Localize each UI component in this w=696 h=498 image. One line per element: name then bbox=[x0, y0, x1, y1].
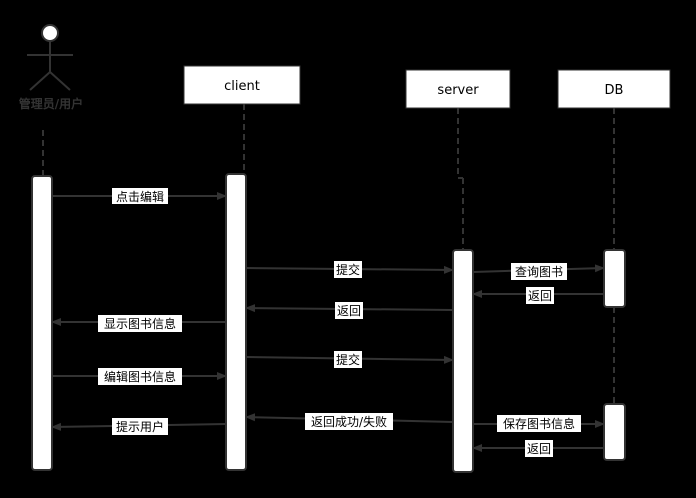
message-m3-label: 查询图书 bbox=[515, 265, 563, 279]
message-m7-label: 编辑图书信息 bbox=[104, 369, 176, 384]
message-m8-label: 提交 bbox=[336, 352, 360, 367]
db-activation-1 bbox=[603, 249, 626, 308]
actor-label: 管理员/用户 bbox=[19, 96, 83, 111]
participant-client: client bbox=[183, 65, 301, 105]
message-m7: 编辑图书信息 bbox=[98, 368, 182, 385]
participant-server: server bbox=[405, 69, 511, 109]
message-m11-label: 提示用户 bbox=[116, 419, 164, 434]
message-m4: 返回 bbox=[526, 287, 554, 304]
message-m8: 提交 bbox=[334, 351, 362, 368]
message-m5: 返回 bbox=[335, 302, 363, 319]
actor-activation bbox=[31, 175, 53, 471]
message-m10-label: 保存图书信息 bbox=[503, 416, 575, 431]
message-m2-label: 提交 bbox=[336, 262, 360, 277]
message-m2: 提交 bbox=[334, 261, 362, 278]
participant-client-label: client bbox=[224, 79, 260, 94]
message-m9: 返回成功/失败 bbox=[305, 413, 393, 430]
lifelines bbox=[42, 104, 615, 404]
client-activation bbox=[225, 173, 247, 471]
message-m3: 查询图书 bbox=[511, 263, 567, 280]
message-labels: 点击编辑 提交 查询图书 返回 返回 显示图书信息 编辑图书信息 提交 bbox=[98, 188, 581, 457]
message-m1: 点击编辑 bbox=[112, 188, 168, 204]
message-m5-label: 返回 bbox=[337, 304, 361, 318]
message-m11: 提示用户 bbox=[112, 418, 168, 435]
participant-server-label: server bbox=[437, 83, 479, 98]
stick-figure-icon bbox=[27, 24, 73, 91]
db-activation-2 bbox=[603, 403, 626, 461]
actor: 管理员/用户 bbox=[19, 24, 83, 111]
participant-db-label: DB bbox=[605, 83, 624, 98]
message-m9-label: 返回成功/失败 bbox=[311, 414, 387, 429]
message-m12-label: 返回 bbox=[527, 442, 551, 456]
message-m4-label: 返回 bbox=[528, 289, 552, 303]
message-m6-label: 显示图书信息 bbox=[104, 316, 176, 331]
message-m1-label: 点击编辑 bbox=[116, 189, 164, 204]
message-m6: 显示图书信息 bbox=[98, 315, 182, 332]
message-m10: 保存图书信息 bbox=[497, 415, 581, 432]
participant-db: DB bbox=[557, 69, 671, 109]
server-activation bbox=[452, 249, 474, 473]
message-m12: 返回 bbox=[525, 440, 553, 457]
